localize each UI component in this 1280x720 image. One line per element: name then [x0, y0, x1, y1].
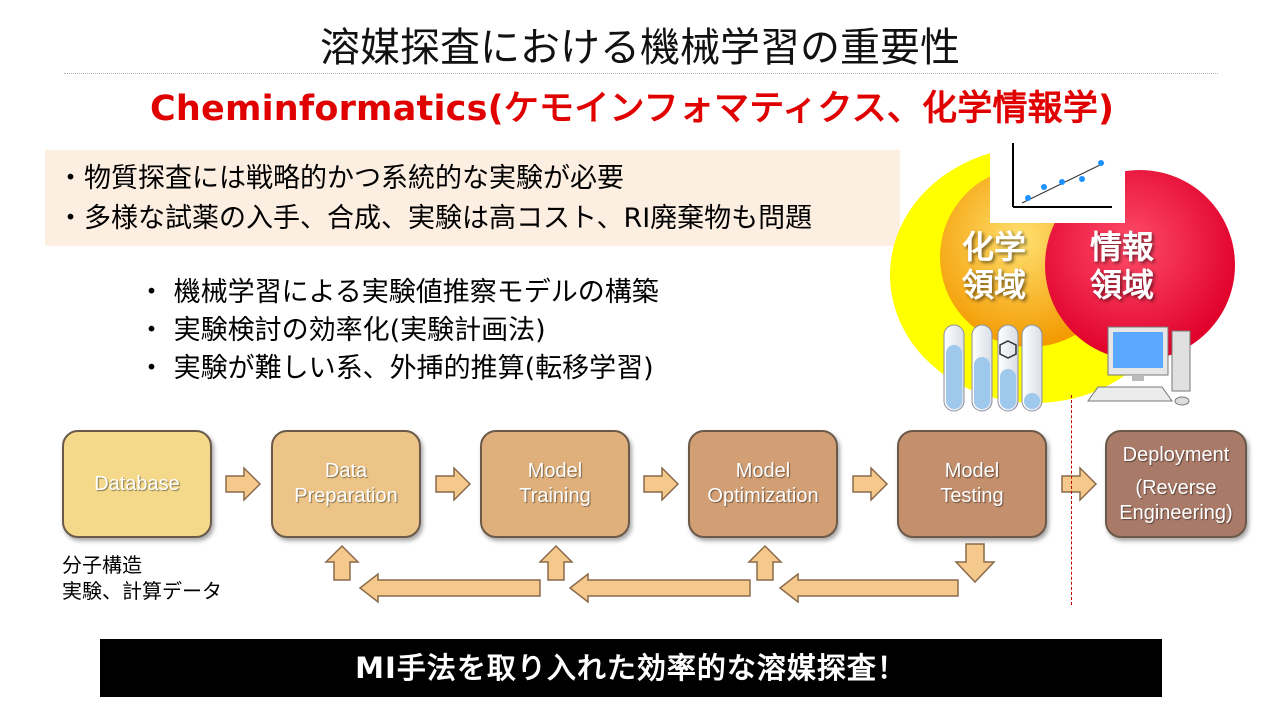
arrow-left-3 [778, 572, 959, 604]
arrow-left-2 [568, 572, 751, 604]
arrow-right-4 [852, 466, 889, 502]
arrow-up-1 [324, 544, 360, 581]
chem-domain-label: 化学 領域 [962, 228, 1027, 304]
problem-line-2: ・多様な試薬の入手、合成、実験は高コスト、RI廃棄物も問題 [57, 203, 813, 234]
problem-line-1: ・物質探査には戦略的かつ系統的な実験が必要 [57, 163, 624, 194]
slide-title: 溶媒探査における機械学習の重要性 [320, 25, 960, 71]
arrow-right-3 [643, 466, 680, 502]
arrow-down [954, 543, 996, 584]
ml-point-2: ・ 実験検討の効率化(実験計画法) [138, 315, 546, 346]
arrow-right-5 [1061, 466, 1098, 502]
venn-diagram [890, 135, 1235, 412]
arrow-left-1 [358, 572, 541, 604]
scatter-plot-icon [990, 135, 1125, 223]
title-divider [64, 73, 1218, 74]
problem-box: ・物質探査には戦略的かつ系統的な実験が必要 ・多様な試薬の入手、合成、実験は高コ… [45, 150, 900, 246]
step-deployment: Deployment (Reverse Engineering) [1105, 430, 1247, 538]
deployment-separator [1071, 395, 1072, 605]
computer-icon [1087, 326, 1191, 406]
arrow-right-1 [225, 466, 262, 502]
arrow-up-3 [747, 544, 783, 581]
step-database: Database [62, 430, 212, 538]
arrow-up-2 [538, 544, 574, 581]
ml-point-1: ・ 機械学習による実験値推察モデルの構築 [138, 277, 659, 308]
conclusion-banner: MI手法を取り入れた効率的な溶媒探査！ [100, 639, 1162, 697]
arrow-right-2 [435, 466, 472, 502]
ml-point-3: ・ 実験が難しい系、外挿的推算(転移学習) [138, 353, 654, 384]
subtitle: Cheminformatics(ケモインフォマティクス、化学情報学) [150, 89, 1115, 129]
test-tubes-icon [943, 324, 1043, 412]
database-source-note: 分子構造 実験、計算データ [62, 553, 222, 603]
info-domain-label: 情報 領域 [1090, 228, 1155, 304]
